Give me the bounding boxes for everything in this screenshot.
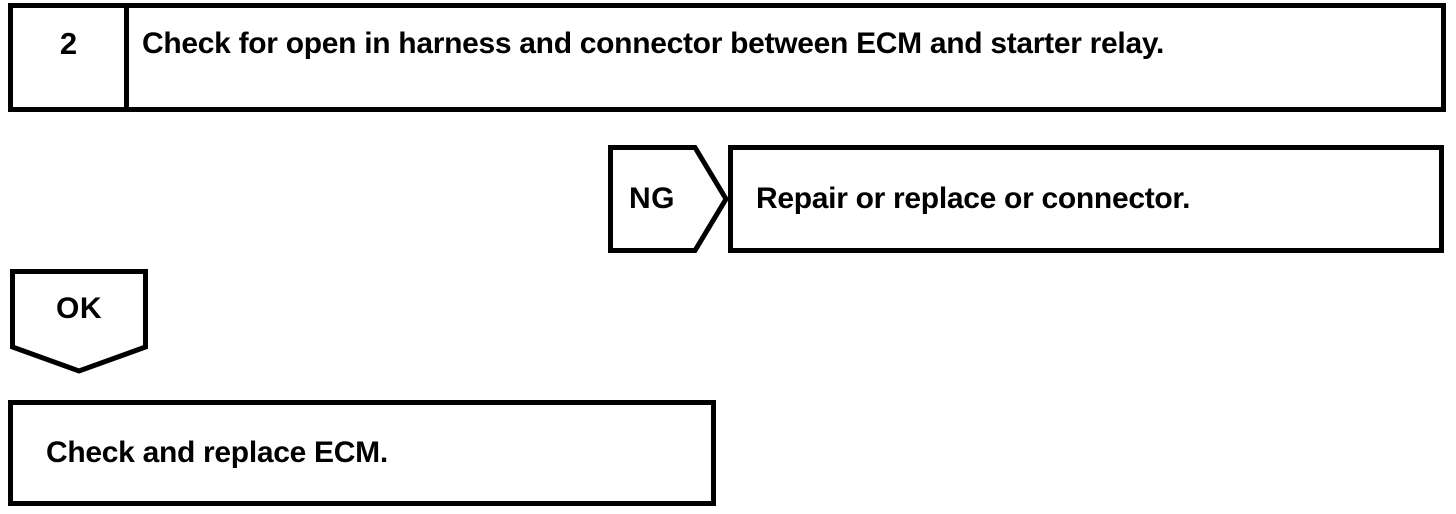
ng-label: NG (629, 182, 675, 215)
ok-pentagon-down-arrow-shape (10, 269, 148, 374)
ng-action-text: Repair or replace or connector. (756, 182, 1191, 216)
ok-action-box: Check and replace ECM. (8, 400, 716, 506)
ng-action-box: Repair or replace or connector. (728, 145, 1444, 253)
ok-connector: OK (10, 269, 148, 374)
ok-label: OK (56, 292, 102, 325)
ng-connector: NG (608, 145, 729, 253)
step-number: 2 (59, 26, 78, 61)
step-instruction-cell: Check for open in harness and connector … (129, 8, 1441, 107)
ng-pentagon-right-arrow-shape (608, 145, 729, 253)
step-box: 2 Check for open in harness and connecto… (8, 3, 1446, 112)
step-instruction: Check for open in harness and connector … (142, 27, 1165, 60)
step-number-cell: 2 (13, 8, 129, 107)
ok-action-text: Check and replace ECM. (46, 436, 388, 470)
